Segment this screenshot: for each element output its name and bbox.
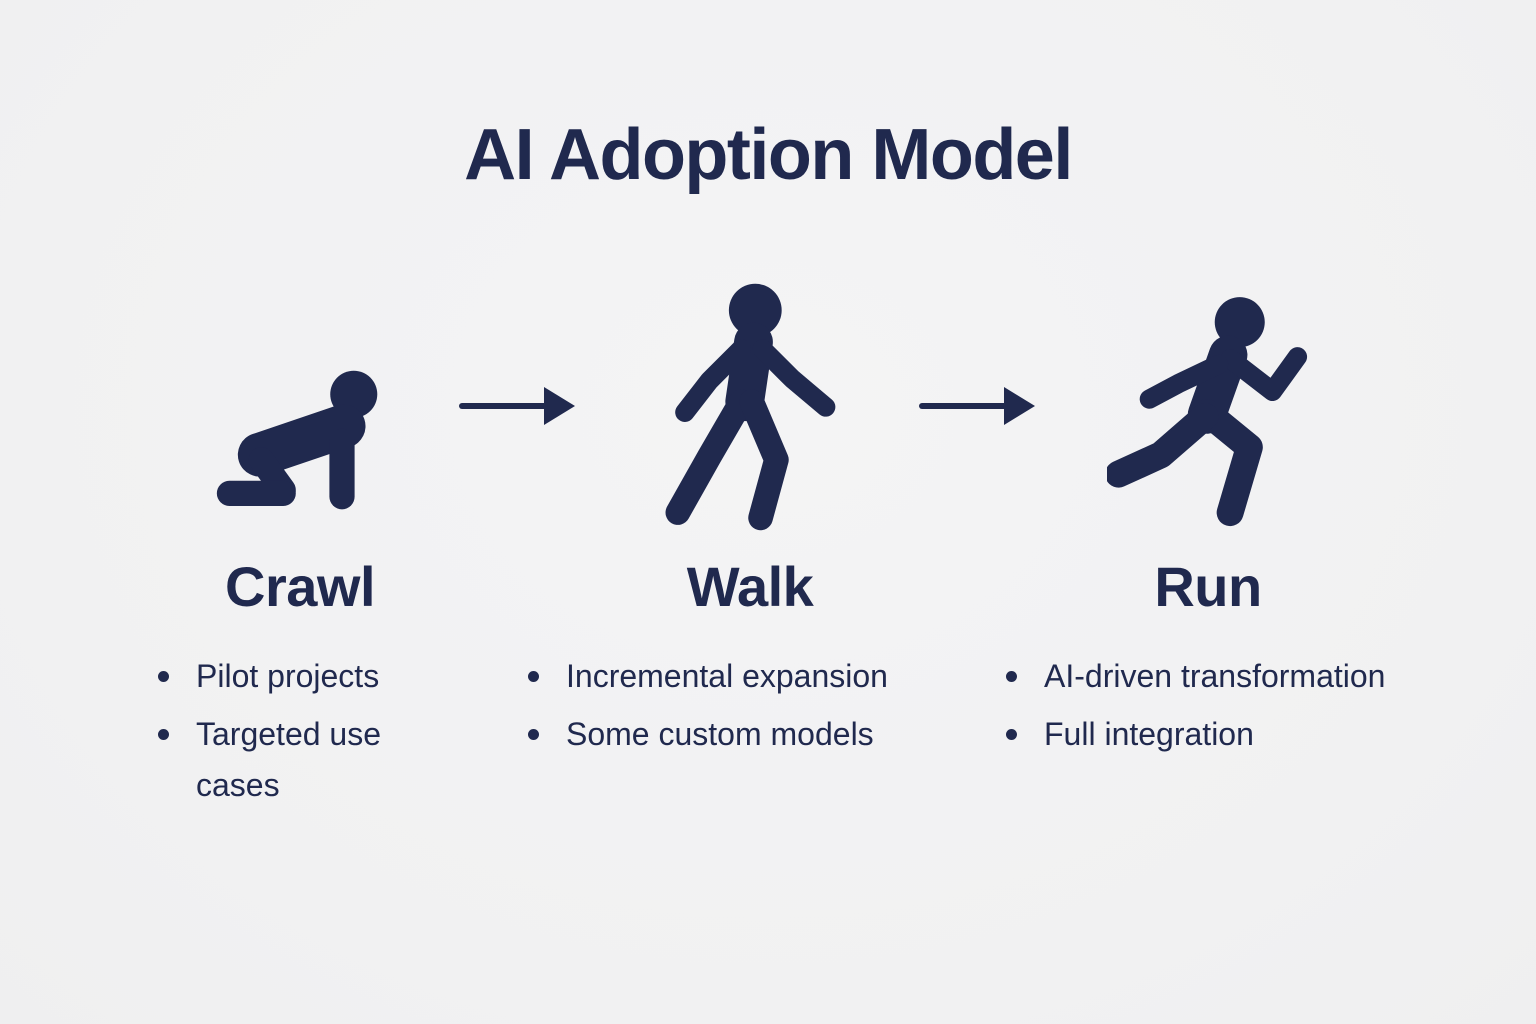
- bullet-item: Pilot projects: [158, 651, 460, 701]
- running-person-icon: [1107, 296, 1308, 526]
- bullet-text: AI-driven transformation: [1044, 658, 1386, 695]
- stage-label-run: Run: [1154, 554, 1262, 618]
- run-icon-area: [980, 282, 1436, 532]
- crawling-baby-icon: [216, 370, 378, 509]
- bullet-dot-icon: [1006, 671, 1017, 683]
- bullet-item: Targeted use cases: [158, 709, 460, 809]
- stage-crawl: Crawl Pilot projects Targeted use cases: [140, 282, 460, 818]
- bullet-item: Full integration: [1006, 709, 1436, 759]
- walk-icon-area: [520, 282, 980, 532]
- bullet-dot-icon: [158, 729, 169, 741]
- bullet-item: Incremental expansion: [528, 651, 980, 701]
- bullet-text: Incremental expansion: [566, 658, 888, 695]
- bullet-dot-icon: [1006, 729, 1017, 741]
- stage-row: Crawl Pilot projects Targeted use cases: [0, 282, 1536, 818]
- crawl-icon-area: [140, 282, 460, 532]
- bullet-text: Targeted use cases: [196, 716, 382, 803]
- stage-walk: Walk Incremental expansion Some custom m…: [520, 282, 980, 768]
- stage-label-crawl: Crawl: [225, 554, 376, 618]
- stage-label-walk: Walk: [686, 554, 814, 618]
- right-arrow-icon: [458, 384, 578, 433]
- bullet-dot-icon: [528, 729, 539, 741]
- walking-person-icon: [665, 283, 836, 530]
- right-arrow-icon: [918, 384, 1038, 433]
- bullet-text: Full integration: [1044, 716, 1254, 753]
- bullet-dot-icon: [528, 671, 539, 683]
- page-title: AI Adoption Model: [464, 115, 1073, 195]
- bullet-text: Pilot projects: [196, 658, 380, 695]
- bullet-item: AI-driven transformation: [1006, 651, 1436, 701]
- stage-run: Run AI-driven transformation Full integr…: [980, 282, 1436, 768]
- stage-bullets-crawl: Pilot projects Targeted use cases: [140, 651, 460, 818]
- stage-bullets-walk: Incremental expansion Some custom models: [520, 651, 980, 767]
- bullet-item: Some custom models: [528, 709, 980, 759]
- bullet-dot-icon: [158, 671, 169, 683]
- bullet-text: Some custom models: [566, 716, 874, 753]
- stage-bullets-run: AI-driven transformation Full integratio…: [980, 651, 1436, 767]
